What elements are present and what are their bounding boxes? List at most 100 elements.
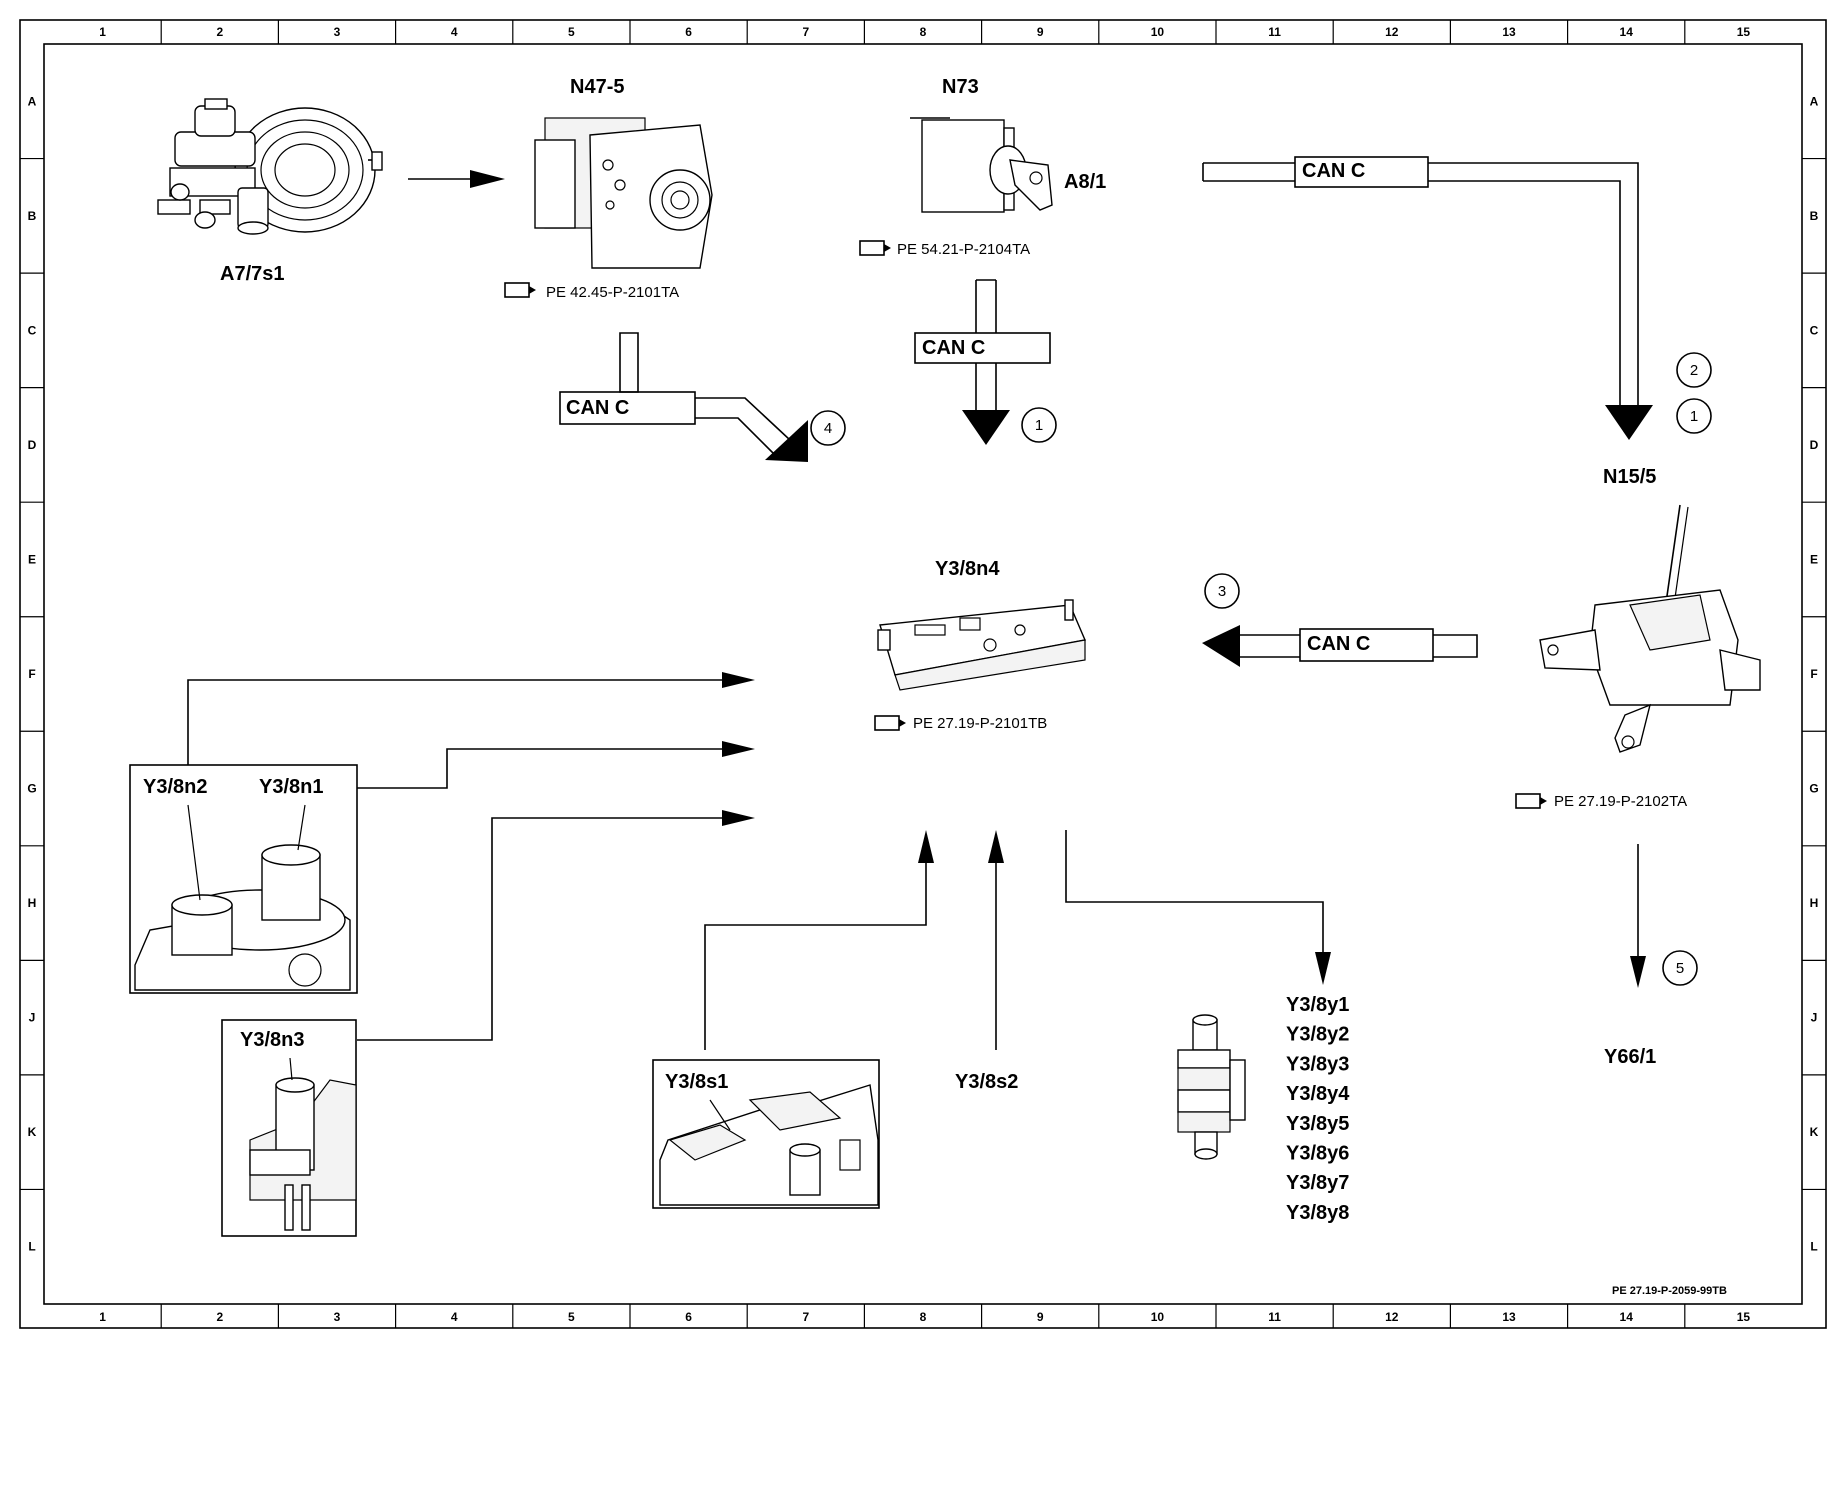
grid-row-label-left: B [28, 209, 37, 223]
label-solenoid: Y3/8y2 [1286, 1024, 1349, 1046]
ref-y3-8n4: PE 27.19-P-2101TB [913, 715, 1047, 732]
grid-col-label-top: 5 [568, 25, 575, 39]
controller-board-illustration [877, 599, 1086, 691]
can-line-top-left [1203, 162, 1295, 182]
grid-row-label-right: H [1810, 896, 1819, 910]
arrowhead-s1 [918, 830, 934, 863]
label-y3-8n3: Y3/8n3 [240, 1029, 304, 1051]
reference-icon [504, 282, 536, 298]
grid-col-label-top: 3 [334, 25, 341, 39]
reference-icon [1515, 793, 1547, 809]
can-bus-n47-to-4 [695, 397, 791, 456]
label-solenoid: Y3/8y6 [1286, 1143, 1349, 1165]
grid-col-label-top: 10 [1151, 25, 1165, 39]
grid-row-label-left: A [28, 94, 37, 108]
can-label-top-right: CAN C [1302, 160, 1365, 182]
arrowhead-to-1 [962, 410, 1010, 445]
label-n15-5: N15/5 [1603, 466, 1656, 488]
arrowhead-n2 [722, 672, 755, 688]
output-sensor-illustration [249, 1077, 357, 1231]
solenoid-valve-illustration [1177, 1014, 1246, 1160]
grid-columns: 1122334455667788991010111112121313141415… [99, 20, 1750, 1328]
reference-icon [859, 240, 891, 256]
label-y3-8n4: Y3/8n4 [935, 558, 1000, 580]
grid-col-label-bottom: 6 [685, 1310, 692, 1324]
arrowhead-n1 [722, 741, 755, 757]
can-bus-n73-down [975, 363, 997, 410]
can-box-n73 [914, 332, 1051, 364]
grid-col-label-bottom: 8 [920, 1310, 927, 1324]
grid-col-label-top: 13 [1502, 25, 1516, 39]
arrowhead-a7-to-n47 [470, 170, 505, 188]
can-bus-n15-left [1240, 634, 1300, 658]
arrowhead-to-y3-8n4 [1202, 625, 1240, 667]
grid-row-label-left: L [28, 1240, 35, 1254]
arrowhead-to-n15 [1605, 405, 1653, 440]
ignition-switch-illustration [910, 117, 1053, 213]
marker-2-label: 2 [1690, 362, 1698, 379]
line-y3-8s1-to-y3-8n4 [704, 860, 927, 1050]
grid-col-label-bottom: 1 [99, 1310, 106, 1324]
ref-n73: PE 54.21-P-2104TA [897, 241, 1030, 258]
marker-1-right-label: 1 [1690, 408, 1698, 425]
arrowhead-solenoids [1315, 952, 1331, 985]
can-box-top-right [1294, 156, 1429, 188]
grid-col-label-top: 15 [1737, 25, 1751, 39]
label-solenoid: Y3/8y5 [1286, 1113, 1349, 1135]
label-n47-5: N47-5 [570, 76, 624, 98]
marker-5 [1662, 950, 1698, 986]
grid-row-label-left: C [28, 323, 37, 337]
can-label-n15: CAN C [1307, 633, 1370, 655]
grid-col-label-bottom: 10 [1151, 1310, 1165, 1324]
grid-row-label-left: G [27, 782, 36, 796]
marker-5-label: 5 [1676, 960, 1684, 977]
line-y3-8n4-to-solenoids [1065, 830, 1324, 955]
grid-row-label-right: C [1810, 323, 1819, 337]
label-solenoid: Y3/8y3 [1286, 1053, 1349, 1075]
label-solenoid: Y3/8y1 [1286, 994, 1349, 1016]
footer-doc-code: PE 27.19-P-2059-99TB [1612, 1285, 1727, 1297]
grid-col-label-top: 1 [99, 25, 106, 39]
can-stub-n73 [975, 280, 997, 333]
grid-col-label-top: 2 [216, 25, 223, 39]
marker-3 [1204, 573, 1240, 609]
grid-col-label-top: 8 [920, 25, 927, 39]
grid-row-label-left: H [28, 896, 37, 910]
grid-col-label-bottom: 13 [1502, 1310, 1516, 1324]
grid-col-label-top: 14 [1620, 25, 1634, 39]
selector-valve-illustration [659, 1084, 879, 1206]
grid-col-label-bottom: 7 [802, 1310, 809, 1324]
can-bus-n15-right [1433, 634, 1478, 658]
grid-col-label-top: 12 [1385, 25, 1399, 39]
grid-col-label-top: 4 [451, 25, 458, 39]
line-y3-8n1-to-y3-8n4 [357, 748, 730, 789]
label-solenoid: Y3/8y7 [1286, 1172, 1349, 1194]
can-bus-to-n15 [1428, 162, 1639, 405]
pointer-y3-8n1 [297, 804, 306, 851]
grid-col-label-bottom: 9 [1037, 1310, 1044, 1324]
can-box-n15 [1299, 628, 1434, 662]
grid-col-label-bottom: 3 [334, 1310, 341, 1324]
reference-icon [874, 715, 906, 731]
can-label-n47: CAN C [566, 397, 629, 419]
marker-4 [810, 410, 846, 446]
grid-row-label-left: D [28, 438, 37, 452]
grid-row-label-right: K [1810, 1125, 1819, 1139]
can-box-n47 [559, 391, 696, 425]
marker-2 [1676, 352, 1712, 388]
arrowhead-to-y66 [1630, 956, 1646, 988]
pointer-y3-8n3 [289, 1057, 293, 1081]
grid-row-label-right: G [1809, 782, 1818, 796]
label-a8-1: A8/1 [1064, 171, 1106, 193]
selector-lever-illustration [1539, 504, 1761, 753]
inner-border [43, 43, 1803, 1305]
grid-row-label-right: D [1810, 438, 1819, 452]
grid-col-label-bottom: 12 [1385, 1310, 1399, 1324]
label-y3-8n2: Y3/8n2 [143, 776, 207, 798]
speed-sensor-illustration [134, 844, 351, 991]
outer-frame [19, 19, 1827, 1329]
label-a7-7s1: A7/7s1 [220, 263, 285, 285]
pointer-y3-8s1 [709, 1099, 731, 1131]
